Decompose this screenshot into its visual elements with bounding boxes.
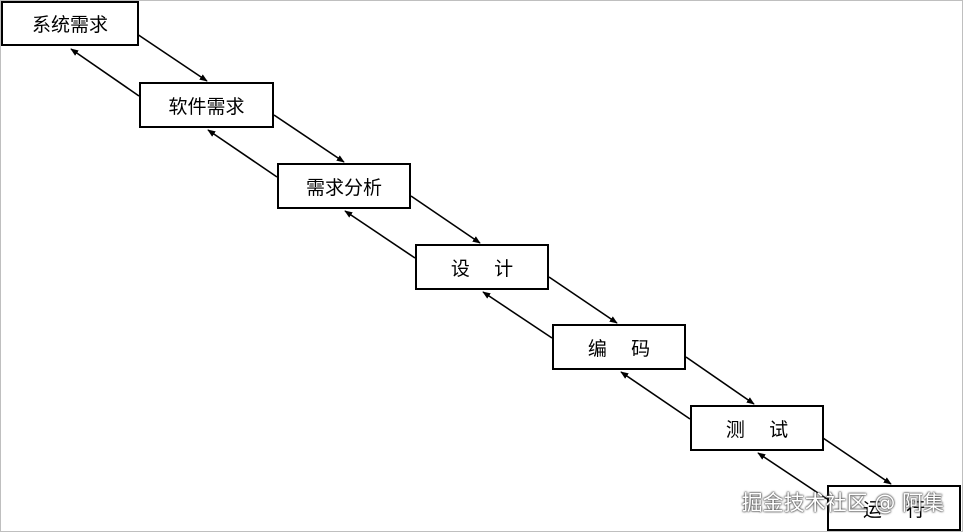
- forward-arrow-3: [548, 276, 618, 324]
- stage-box-software-requirements: 软件需求: [139, 82, 274, 128]
- feedback-arrow-1: [207, 129, 278, 178]
- feedback-arrow-0: [70, 48, 140, 97]
- forward-arrow-2: [410, 195, 481, 244]
- forward-arrow-0: [136, 33, 208, 82]
- feedback-arrow-3: [482, 291, 553, 339]
- stage-box-operation: 运 行: [827, 485, 961, 531]
- forward-arrow-4: [685, 356, 755, 405]
- forward-arrow-1: [273, 114, 345, 163]
- feedback-arrow-2: [344, 210, 416, 259]
- forward-arrow-5: [822, 437, 892, 485]
- stage-box-requirements-analysis: 需求分析: [277, 163, 411, 209]
- watermark: 掘金技术社区 @ 阿集: [741, 491, 944, 515]
- stage-box-coding: 编 码: [552, 324, 686, 370]
- feedback-arrow-5: [757, 452, 828, 500]
- stage-box-testing: 测 试: [690, 405, 824, 451]
- stage-box-system-requirements: 系统需求: [1, 1, 139, 46]
- stage-box-design: 设 计: [415, 244, 549, 290]
- feedback-arrow-4: [620, 371, 691, 420]
